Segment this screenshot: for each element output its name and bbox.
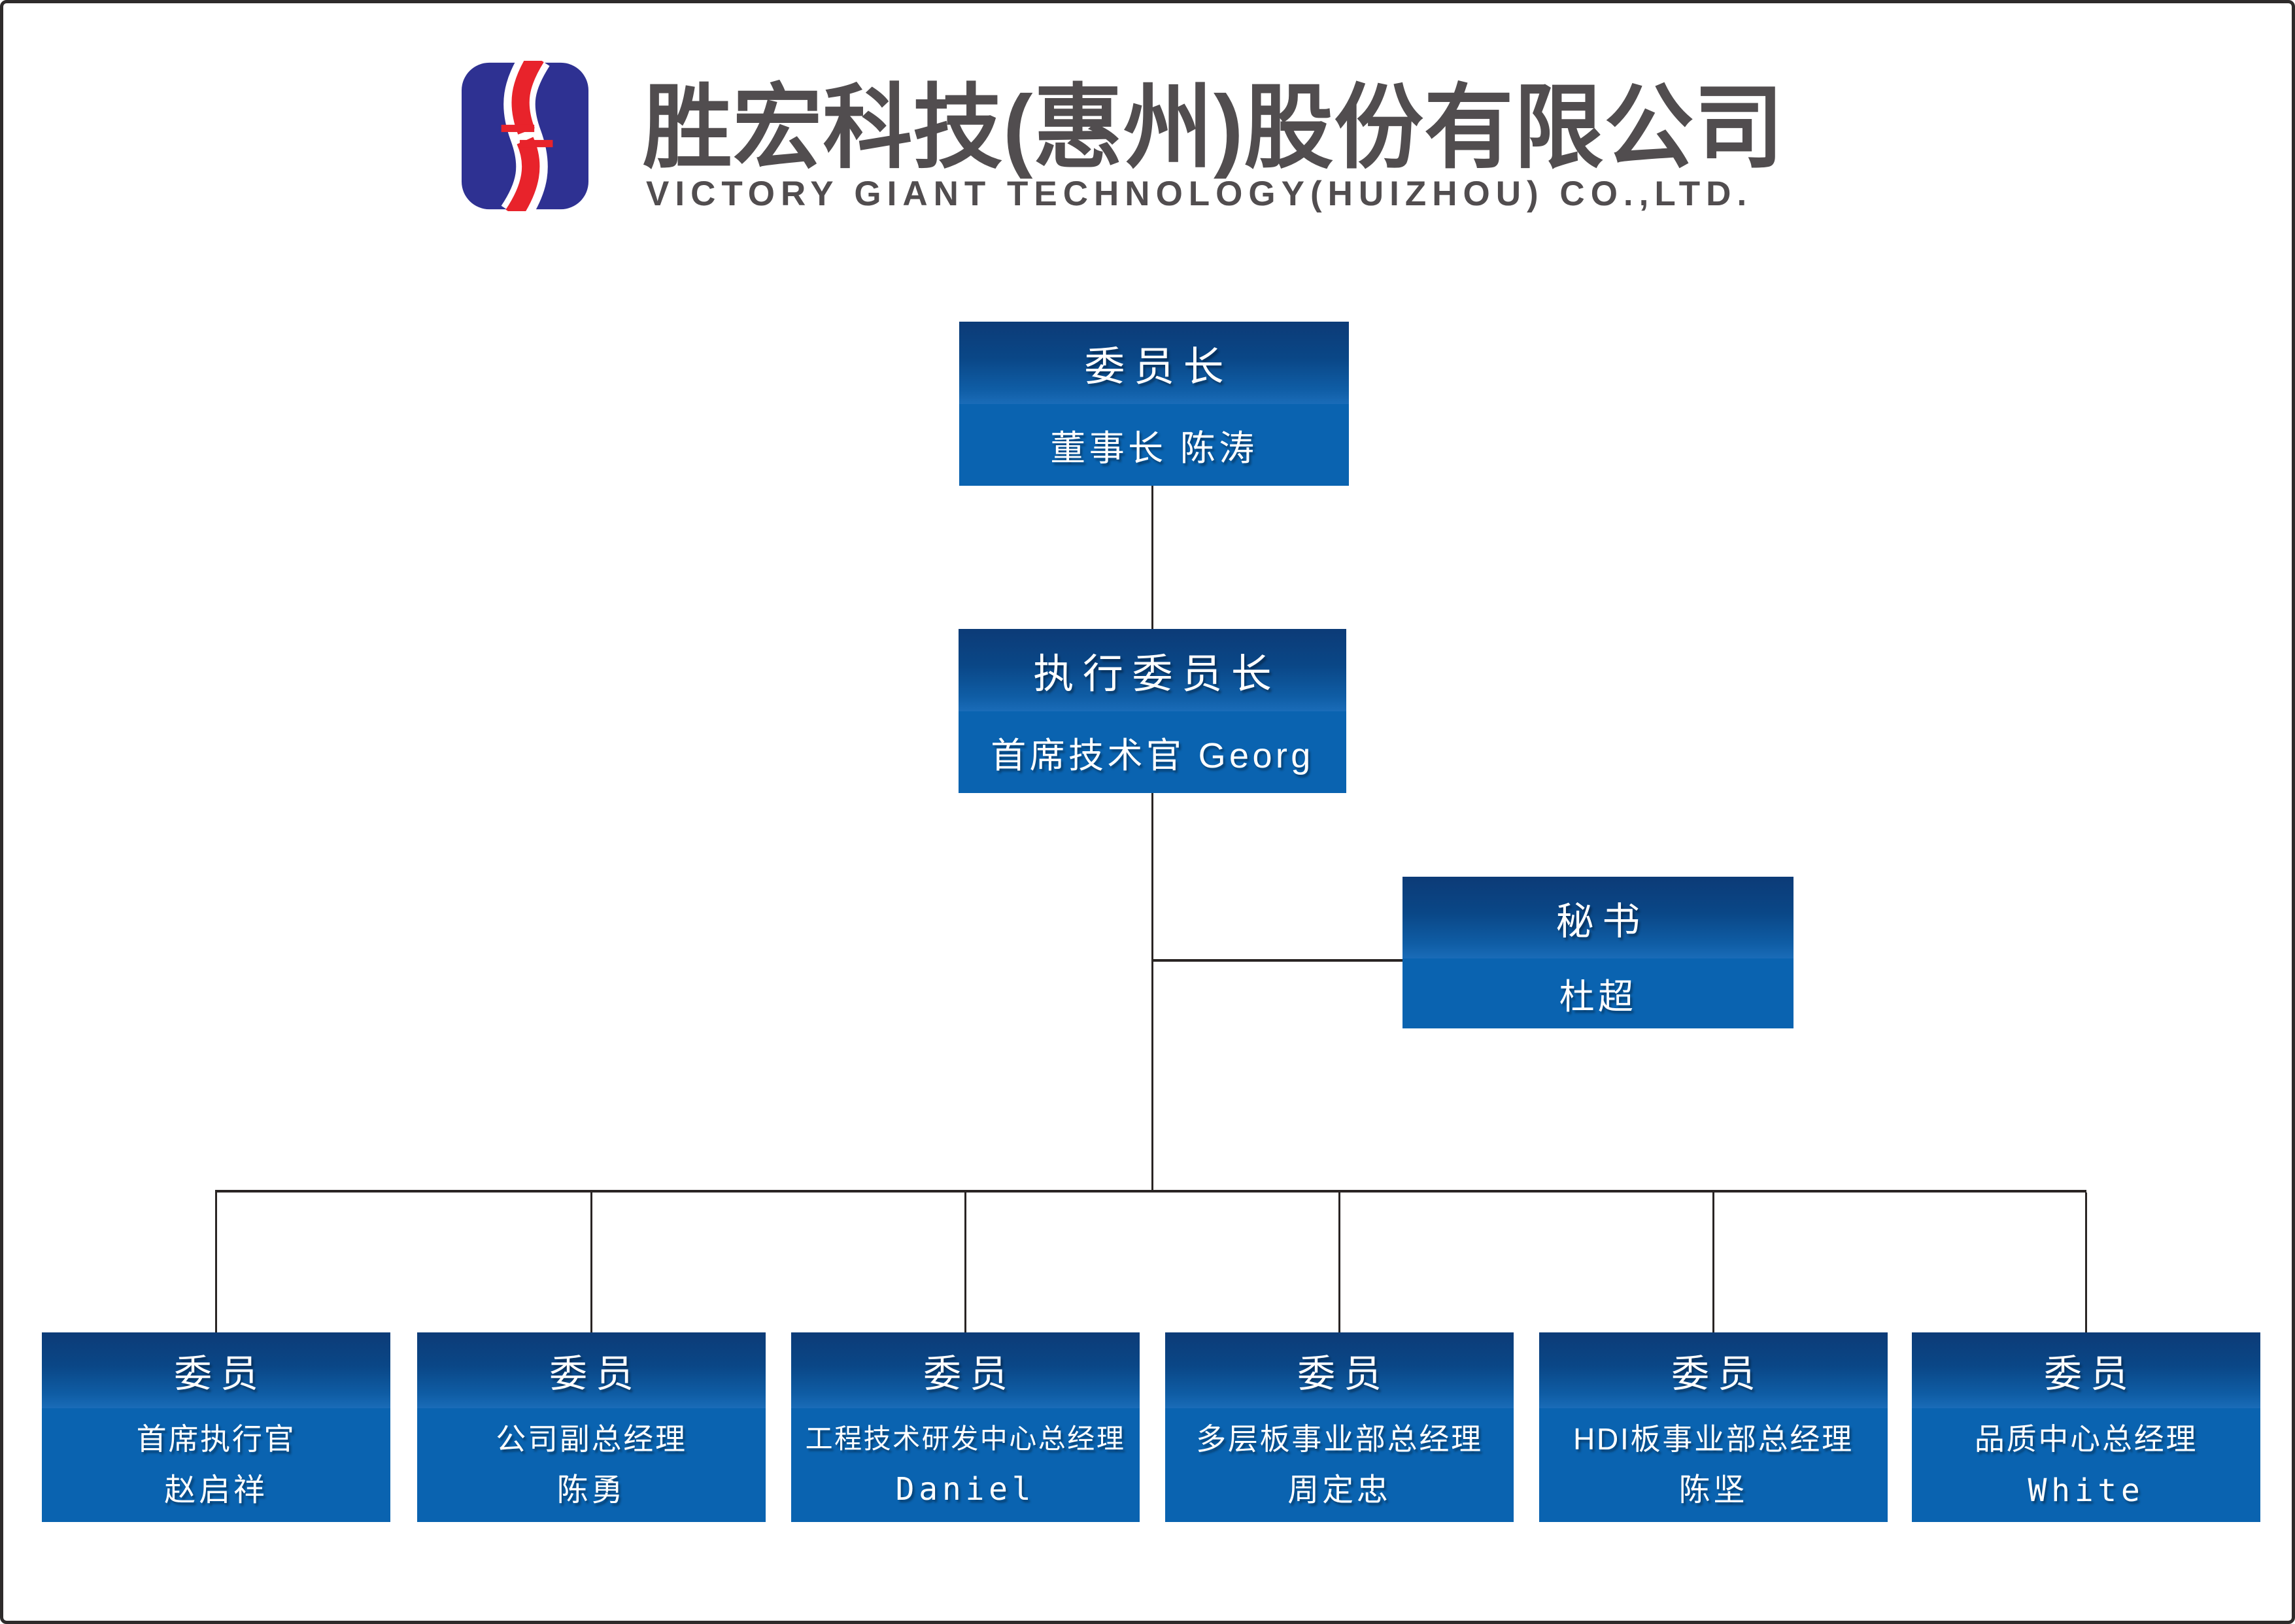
connector-chairman-exec: [1151, 486, 1153, 629]
member-6-role: 品质中心总经理: [1974, 1422, 2198, 1456]
connector-drop-1: [215, 1193, 217, 1332]
member-5-title-zone: 委员: [1539, 1332, 1888, 1408]
executive-chairman-subtitle: 首席技术官 Georg: [991, 736, 1314, 775]
member-3-title-zone: 委员: [791, 1332, 1140, 1408]
member-1-title: 委员: [174, 1353, 267, 1395]
member-box-1: 委员 首席执行官 赵启祥: [42, 1332, 390, 1522]
company-name-zh: 胜宏科技(惠州)股份有限公司: [643, 76, 1784, 179]
secretary-subtitle: 杜超: [1559, 977, 1637, 1017]
member-1-title-zone: 委员: [42, 1332, 390, 1408]
member-3-name: Daniel: [895, 1471, 1036, 1508]
member-4-name: 周定忠: [1287, 1473, 1391, 1508]
member-4-body-zone: 多层板事业部总经理 周定忠: [1165, 1408, 1514, 1522]
logo-s-monogram-icon: [462, 48, 588, 224]
member-box-4: 委员 多层板事业部总经理 周定忠: [1165, 1332, 1514, 1522]
member-2-body-zone: 公司副总经理 陈勇: [417, 1408, 766, 1522]
chairman-box: 委员长 董事长 陈涛: [959, 322, 1349, 486]
member-2-name: 陈勇: [556, 1473, 626, 1508]
member-6-title: 委员: [2044, 1353, 2137, 1395]
connector-distribution: [215, 1190, 2086, 1193]
connector-drop-4: [1338, 1193, 1340, 1332]
connector-secretary-branch: [1152, 959, 1402, 962]
secretary-body-zone: 杜超: [1402, 958, 1794, 1028]
secretary-box: 秘书 杜超: [1402, 877, 1794, 1028]
connector-drop-3: [964, 1193, 966, 1332]
executive-chairman-title: 执行委员长: [1033, 651, 1281, 697]
member-3-role: 工程技术研发中心总经理: [805, 1423, 1126, 1454]
company-logo: [462, 48, 588, 224]
company-name-en: VICTORY GIANT TECHNOLOGY(HUIZHOU) CO.,LT…: [646, 175, 1753, 213]
connector-drop-5: [1712, 1193, 1714, 1332]
member-2-role: 公司副总经理: [496, 1422, 687, 1456]
member-1-name: 赵启祥: [164, 1473, 268, 1508]
member-6-body-zone: 品质中心总经理 White: [1912, 1408, 2260, 1522]
member-box-2: 委员 公司副总经理 陈勇: [417, 1332, 766, 1522]
executive-chairman-body-zone: 首席技术官 Georg: [959, 711, 1346, 793]
member-2-title-zone: 委员: [417, 1332, 766, 1408]
chairman-title-zone: 委员长: [959, 322, 1349, 404]
member-box-5: 委员 HDI板事业部总经理 陈坚: [1539, 1332, 1888, 1522]
executive-chairman-box: 执行委员长 首席技术官 Georg: [959, 629, 1346, 793]
member-1-body-zone: 首席执行官 赵启祥: [42, 1408, 390, 1522]
member-5-name: 陈坚: [1678, 1473, 1748, 1508]
chairman-title: 委员长: [1084, 344, 1233, 390]
chairman-subtitle: 董事长 陈涛: [1050, 428, 1258, 468]
member-1-role: 首席执行官: [136, 1422, 296, 1456]
member-3-body-zone: 工程技术研发中心总经理 Daniel: [791, 1408, 1140, 1522]
member-4-title: 委员: [1297, 1353, 1390, 1395]
member-4-title-zone: 委员: [1165, 1332, 1514, 1408]
connector-drop-6: [2085, 1193, 2087, 1332]
member-5-role: HDI板事业部总经理: [1573, 1422, 1854, 1456]
member-3-title: 委员: [923, 1353, 1016, 1395]
connector-drop-2: [590, 1193, 592, 1332]
member-4-role: 多层板事业部总经理: [1196, 1422, 1483, 1456]
member-box-3: 委员 工程技术研发中心总经理 Daniel: [791, 1332, 1140, 1522]
chairman-body-zone: 董事长 陈涛: [959, 403, 1349, 486]
secretary-title: 秘书: [1556, 900, 1649, 943]
member-2-title: 委员: [549, 1353, 642, 1395]
member-6-name: White: [2028, 1472, 2145, 1509]
connector-trunk: [1151, 793, 1153, 1193]
member-box-6: 委员 品质中心总经理 White: [1912, 1332, 2260, 1522]
member-6-title-zone: 委员: [1912, 1332, 2260, 1408]
member-5-title: 委员: [1671, 1353, 1764, 1395]
executive-chairman-title-zone: 执行委员长: [959, 629, 1346, 711]
member-5-body-zone: HDI板事业部总经理 陈坚: [1539, 1408, 1888, 1522]
secretary-title-zone: 秘书: [1402, 877, 1794, 959]
